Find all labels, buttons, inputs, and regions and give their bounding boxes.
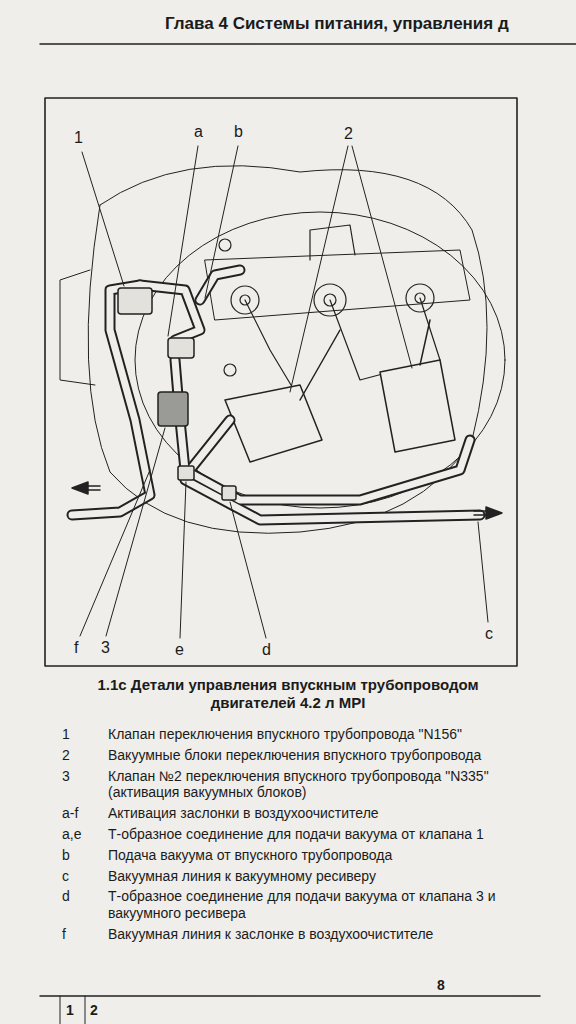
callout-number: 1 xyxy=(72,128,85,147)
legend-key: a,e xyxy=(62,826,102,843)
legend-key: 2 xyxy=(62,747,102,764)
valve xyxy=(118,288,236,500)
legend-key: a-f xyxy=(62,805,102,822)
table-header: 2 xyxy=(90,1002,98,1019)
figure-caption: 1.1c Детали управления впускным трубопро… xyxy=(53,676,523,712)
flow-arrow xyxy=(72,482,100,494)
legend-key: d xyxy=(62,888,102,905)
legend-text: Активация заслонки в воздухоочистителе xyxy=(108,805,538,822)
hose-inner xyxy=(72,270,480,520)
hose xyxy=(72,270,480,520)
legend-text: Клапан переключения впускного трубопрово… xyxy=(108,726,538,743)
running-head: Глава 4 Системы питания, управления д xyxy=(165,14,509,34)
legend-text: Вакуумная линия к заслонке в воздухоочис… xyxy=(108,926,538,943)
table-rule xyxy=(60,996,61,1024)
legend-key: b xyxy=(62,847,102,864)
callout-letter: c xyxy=(483,624,495,643)
legend-key: 3 xyxy=(62,768,102,785)
legend-text: Т-образное соединение для подачи вакуума… xyxy=(108,826,538,843)
legend-key: f xyxy=(62,926,102,943)
manifold-body xyxy=(205,250,470,320)
callout-number: 2 xyxy=(342,124,355,143)
manifold-contour xyxy=(135,212,505,508)
vacuum-unit-rod xyxy=(420,320,430,365)
figure-frame xyxy=(45,98,517,666)
leader-line xyxy=(80,146,488,638)
table-header: 1 xyxy=(66,1002,74,1019)
vacuum-unit-rod xyxy=(300,330,340,400)
callout-letter: b xyxy=(232,122,245,141)
legend-text: Вакуумная линия к вакуумному ресиверу xyxy=(108,868,538,885)
legend-key: 1 xyxy=(62,726,102,743)
vacuum-unit xyxy=(225,360,455,462)
legend-text: Подача вакуума от впускного трубопровода xyxy=(108,847,538,864)
legend-text: Т-образное соединение для подачи вакуума… xyxy=(108,888,538,922)
bracket xyxy=(60,270,95,385)
header-rule xyxy=(40,43,576,45)
legend-key: c xyxy=(62,868,102,885)
flow-arrow xyxy=(474,507,502,519)
table-rule xyxy=(40,995,540,997)
callout-number: 3 xyxy=(99,638,112,657)
legend-text: Вакуумные блоки переключения впускного т… xyxy=(108,747,538,764)
callout-letter: f xyxy=(72,638,80,657)
table-header: 8 xyxy=(437,977,445,994)
table-rule xyxy=(85,996,86,1024)
callout-letter: a xyxy=(192,122,205,141)
callout-letter: e xyxy=(173,640,186,659)
legend-text: Клапан №2 переключения впускного трубопр… xyxy=(108,768,538,802)
callout-letter: d xyxy=(260,640,273,659)
